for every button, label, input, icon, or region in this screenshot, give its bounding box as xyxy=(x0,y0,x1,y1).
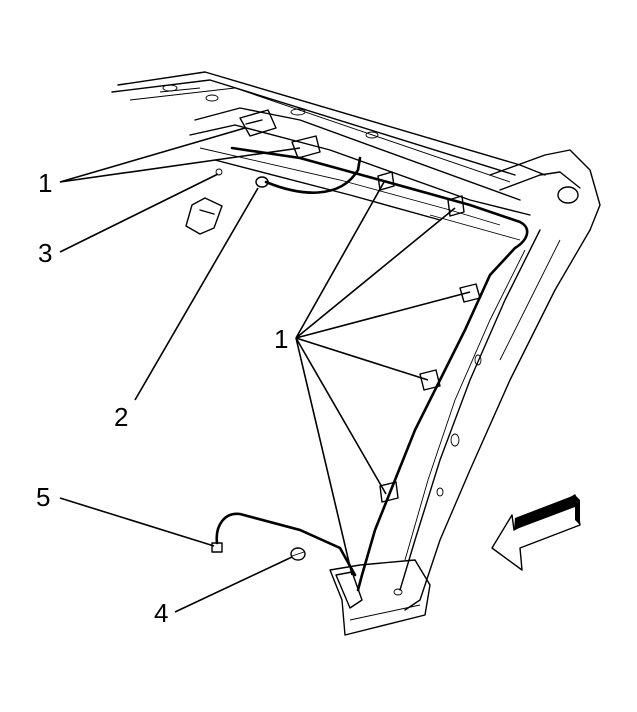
callout-1-mid: 1 xyxy=(274,324,288,354)
callout-5: 5 xyxy=(36,482,50,512)
pillar-retainer-clips xyxy=(379,283,481,503)
front-direction-arrow-icon xyxy=(491,494,581,571)
roof-rail-bracket xyxy=(185,168,223,235)
connector-4 xyxy=(290,547,306,561)
callout-leaders xyxy=(59,127,471,613)
callout-4: 4 xyxy=(154,598,168,628)
callout-3: 3 xyxy=(38,238,52,268)
upper-retainer-clips xyxy=(239,109,465,217)
callout-1-top: 1 xyxy=(38,168,52,198)
main-harness xyxy=(230,146,529,592)
lower-pillar-panel xyxy=(329,559,431,636)
callout-2: 2 xyxy=(114,402,128,432)
connector-5 xyxy=(211,512,357,577)
roof-header-panel xyxy=(111,71,546,241)
windshield-pillar xyxy=(399,149,601,611)
